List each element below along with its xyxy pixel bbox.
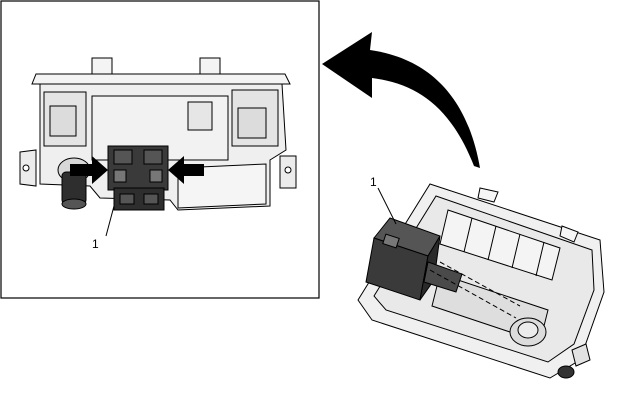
install-guide-line-2 — [439, 261, 521, 307]
detail-connector — [107, 145, 169, 211]
exploded-knob — [509, 317, 575, 379]
exploded-leader-line — [377, 187, 397, 225]
install-guide-line — [429, 269, 517, 319]
exploded-callout-label: 1 — [370, 175, 377, 189]
detail-callout-label: 1 — [92, 237, 99, 251]
push-arrow-right-icon — [168, 156, 204, 184]
detail-leader-line — [105, 205, 115, 237]
exploded-connector — [365, 217, 463, 301]
curved-arrow-icon — [322, 32, 480, 168]
push-arrow-left-icon — [70, 156, 108, 184]
